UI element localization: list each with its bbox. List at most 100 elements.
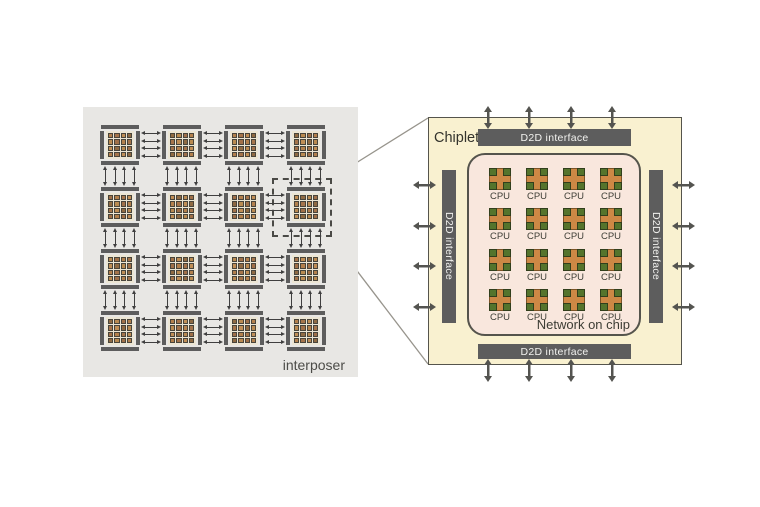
cpu-core: CPU (489, 168, 511, 202)
mini-core-tile (126, 331, 132, 337)
mini-core-tile (188, 269, 194, 275)
corner-pad-icon (489, 289, 497, 297)
cpu-core-label: CPU (600, 272, 622, 283)
double-arrow-icon (265, 270, 285, 276)
cpu-core-label: CPU (526, 272, 548, 283)
mini-core-tile (232, 269, 238, 275)
double-arrow-icon (141, 270, 161, 276)
mini-core-tile (300, 195, 306, 201)
mini-core-tile (108, 207, 114, 213)
mini-core-tile (188, 257, 194, 263)
mini-core-tile (126, 325, 132, 331)
mini-core-tile (312, 151, 318, 157)
double-arrow-icon (141, 317, 161, 322)
double-arrow-icon (203, 317, 223, 322)
mini-core-tile (176, 319, 182, 325)
chiplet-io-arrow-bottom (525, 359, 534, 382)
mini-d2d-bar-top (163, 187, 201, 191)
double-arrow-icon (174, 290, 180, 310)
mini-core-tile (188, 207, 194, 213)
double-arrow-icon (203, 131, 223, 136)
mini-core-tile (250, 263, 256, 269)
mini-d2d-bar-top (287, 311, 325, 315)
double-arrow-icon (203, 339, 223, 345)
mini-d2d-bar-left (162, 131, 166, 159)
double-arrow-icon (289, 228, 294, 248)
mini-chiplet (100, 125, 140, 165)
corner-pad-icon (614, 222, 622, 230)
mini-core-tile (312, 257, 318, 263)
mini-core-tile (238, 195, 244, 201)
inter-chiplet-link-vertical (289, 166, 323, 186)
double-arrow-icon (255, 290, 261, 310)
mini-core-tile (120, 331, 126, 337)
cpu-core-tile (526, 208, 548, 230)
mini-core-tile (300, 151, 306, 157)
mini-core-tile (250, 319, 256, 325)
mini-core-tile (170, 207, 176, 213)
mini-core-tile (300, 319, 306, 325)
corner-pad-icon (563, 289, 571, 297)
corner-pad-icon (577, 249, 585, 257)
mini-core-tile (108, 269, 114, 275)
interposer-panel: interposer (83, 107, 358, 377)
inter-chiplet-link-vertical (165, 228, 199, 248)
mini-core-tile (182, 263, 188, 269)
double-arrow-icon (122, 166, 128, 186)
mini-d2d-bar-bottom (225, 347, 263, 351)
cpu-core: CPU (526, 208, 548, 242)
chiplet-io-arrow-top (525, 106, 534, 129)
mini-core-tile (188, 151, 194, 157)
cpu-core-tile (489, 208, 511, 230)
inter-chiplet-link-vertical (289, 290, 323, 310)
mini-core-tile (312, 133, 318, 139)
corner-pad-icon (489, 182, 497, 190)
mini-d2d-bar-top (101, 187, 139, 191)
mini-core-tile (176, 337, 182, 343)
mini-core-tile (306, 269, 312, 275)
mini-d2d-bar-top (101, 249, 139, 253)
inter-chiplet-link-vertical (103, 166, 137, 186)
mini-core-tile (244, 269, 250, 275)
mini-core-tile (244, 337, 250, 343)
corner-pad-icon (526, 249, 534, 257)
mini-core-tile (114, 263, 120, 269)
mini-core-tile (176, 151, 182, 157)
mini-core-tile (170, 269, 176, 275)
double-arrow-icon (203, 262, 223, 268)
mini-d2d-bar-left (286, 255, 290, 283)
cpu-core: CPU (563, 289, 585, 323)
mini-core-tile (120, 207, 126, 213)
mini-core-tile (188, 133, 194, 139)
mini-core-tile (108, 331, 114, 337)
mini-core-tile (244, 133, 250, 139)
mini-core-tile (120, 213, 126, 219)
d2d-interface-bottom: D2D interface (478, 344, 631, 359)
cpu-core-tile (526, 249, 548, 271)
mini-d2d-bar-left (162, 317, 166, 345)
double-arrow-icon (141, 262, 161, 268)
mini-core-tile (300, 275, 306, 281)
mini-core-tile (294, 213, 300, 219)
mini-core-tile (300, 213, 306, 219)
inter-chiplet-link-vertical (227, 166, 261, 186)
mini-chiplet (162, 311, 202, 351)
mini-d2d-bar-left (100, 255, 104, 283)
cpu-core: CPU (563, 249, 585, 283)
mini-core-tile (114, 207, 120, 213)
mini-core-tile (114, 331, 120, 337)
mini-core-tile (176, 275, 182, 281)
double-arrow-icon (112, 290, 118, 310)
double-arrow-icon (265, 215, 285, 221)
corner-pad-icon (563, 168, 571, 176)
corner-pad-icon (489, 249, 497, 257)
double-arrow-icon (236, 228, 242, 248)
mini-core-tile (120, 201, 126, 207)
corner-pad-icon (489, 208, 497, 216)
interposer-label: interposer (282, 357, 345, 373)
mini-core-tile (300, 207, 306, 213)
mini-core-tile (232, 275, 238, 281)
mini-core-tile (182, 195, 188, 201)
corner-pad-icon (503, 289, 511, 297)
mini-d2d-bar-bottom (163, 285, 201, 289)
